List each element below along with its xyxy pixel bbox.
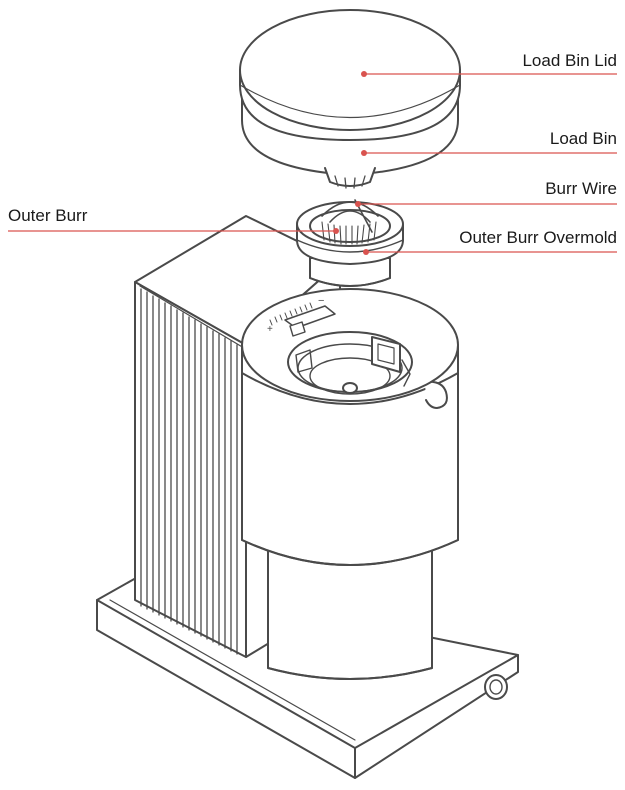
callout-load-bin: [361, 150, 617, 156]
callout-burr-wire: [355, 201, 617, 207]
label-outer-burr-overmold: Outer Burr Overmold: [459, 228, 617, 247]
dial-tick-marks: [269, 302, 313, 326]
label-load-bin: Load Bin: [549, 129, 617, 148]
power-button[interactable]: [484, 674, 508, 700]
spout: [424, 380, 448, 409]
callout-outer-burr-overmold: [363, 249, 617, 255]
dial-plus-sign: +: [267, 324, 273, 335]
label-outer-burr: Outer Burr: [8, 206, 88, 225]
label-burr-wire: Burr Wire: [545, 179, 617, 198]
upper-column: [241, 344, 459, 566]
callout-load-bin-lid: [361, 71, 617, 77]
grind-size-dial[interactable]: [269, 302, 336, 337]
callouts: [8, 71, 617, 255]
label-load-bin-lid: Load Bin Lid: [522, 51, 617, 70]
load-bin-lid: [239, 9, 461, 141]
callout-outer-burr: [8, 228, 339, 234]
dial-minus-sign: −: [318, 295, 324, 307]
burr-chamber: [287, 331, 413, 395]
fluted-panel: [140, 288, 238, 655]
catch-cup: [267, 547, 433, 680]
